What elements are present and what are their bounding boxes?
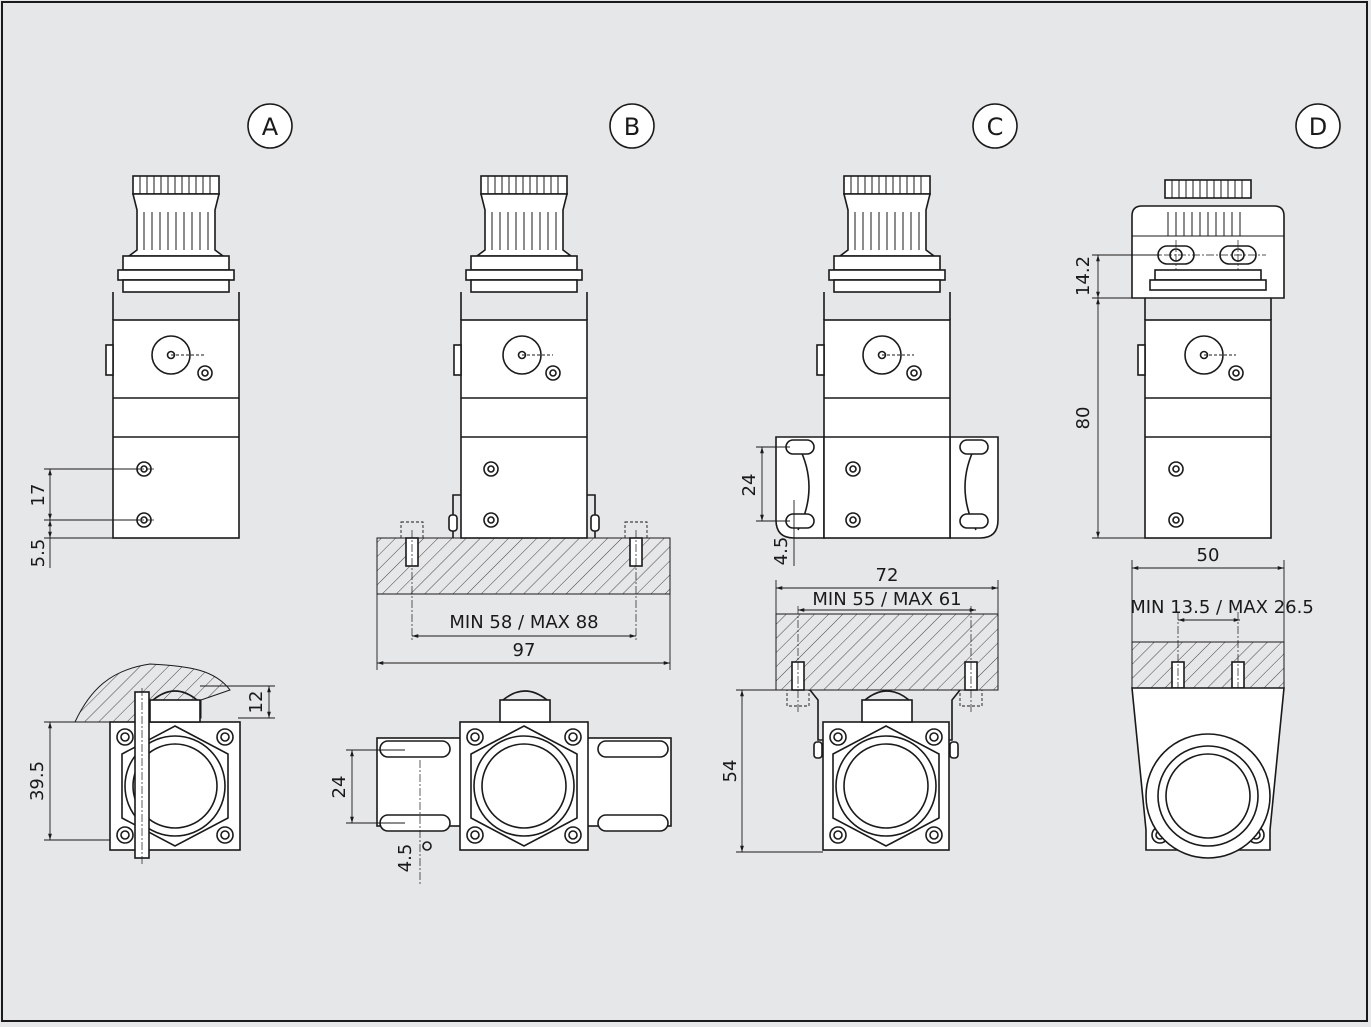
dim-a-17: 17 [28, 484, 49, 507]
view-label-c: C [972, 103, 1018, 149]
dim-b-24: 24 [329, 776, 350, 799]
view-label-a: A [247, 103, 293, 149]
dim-c-24: 24 [739, 474, 760, 497]
svg-text:B: B [624, 113, 640, 141]
view-a-front [44, 175, 240, 568]
svg-text:D: D [1309, 113, 1327, 141]
dim-b-97: 97 [513, 640, 536, 661]
dim-c-range: MIN 55 / MAX 61 [812, 589, 961, 610]
dim-b-range: MIN 58 / MAX 88 [449, 612, 598, 633]
dim-d-range: MIN 13.5 / MAX 26.5 [1130, 597, 1314, 618]
svg-text:A: A [262, 113, 279, 141]
view-d-front [1092, 179, 1285, 539]
dim-d-80: 80 [1073, 407, 1094, 430]
dim-c-72: 72 [876, 565, 899, 586]
view-label-b: B [609, 103, 655, 149]
dim-c-4-5: 4.5 [771, 537, 792, 566]
dim-a-39-5: 39.5 [27, 761, 48, 801]
view-b-bottom [346, 690, 672, 886]
view-d-bottom [1131, 560, 1285, 859]
dim-b-4-5: 4.5 [395, 844, 416, 873]
dim-a-5-5: 5.5 [28, 539, 49, 568]
view-b-front [376, 175, 671, 670]
dim-a-12: 12 [246, 691, 267, 714]
dim-d-50: 50 [1197, 545, 1220, 566]
view-c-front [756, 175, 999, 566]
svg-text:C: C [987, 113, 1004, 141]
view-a-bottom [44, 663, 275, 864]
dim-d-14-2: 14.2 [1073, 256, 1094, 296]
dim-c-54: 54 [720, 760, 741, 783]
view-c-bottom [736, 580, 999, 853]
view-label-d: D [1295, 103, 1341, 149]
